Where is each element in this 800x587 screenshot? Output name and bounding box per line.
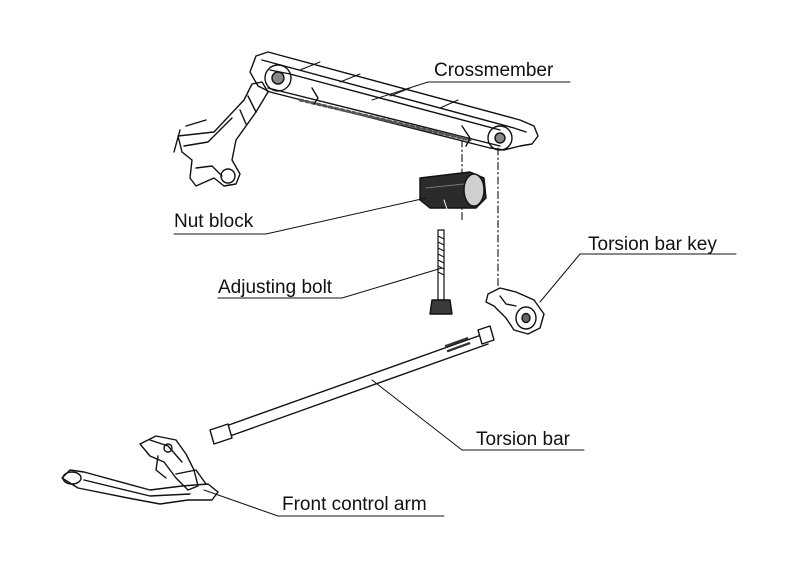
front-control-arm-part [61, 435, 219, 505]
label-torsion-bar-key: Torsion bar key [588, 234, 717, 255]
nut-block-part [419, 171, 487, 213]
label-crossmember: Crossmember [434, 60, 554, 81]
label-front-control-arm: Front control arm [282, 494, 427, 515]
label-torsion-bar: Torsion bar [476, 429, 570, 450]
leader-lines [173, 81, 737, 517]
label-nut-block: Nut block [174, 211, 254, 232]
torsion-bar-part [209, 325, 495, 445]
crossmember-part [173, 51, 539, 289]
torsion-bar-key-part [485, 287, 545, 335]
label-adjusting-bolt: Adjusting bolt [218, 277, 333, 298]
adjusting-bolt-part [429, 229, 453, 315]
